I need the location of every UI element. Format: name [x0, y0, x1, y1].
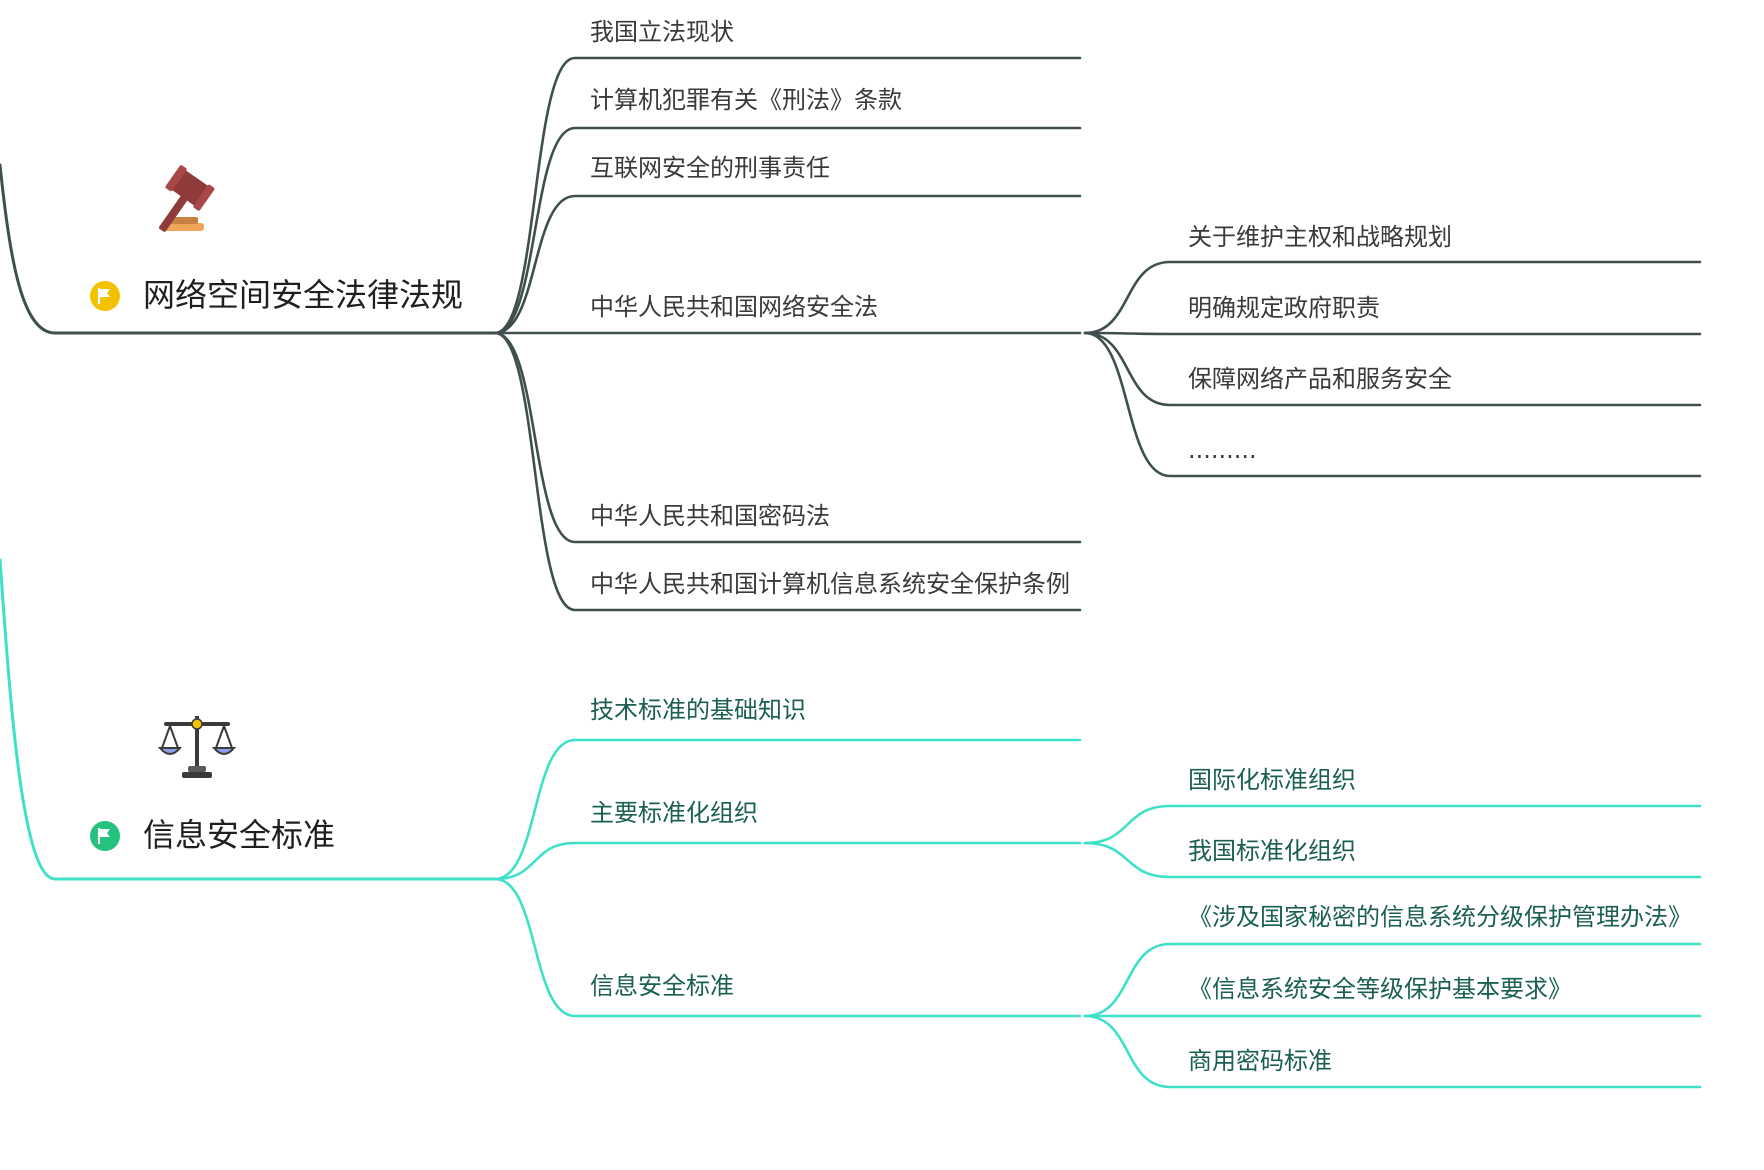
subtopic-classified-system-protection-measures[interactable]: 《涉及国家秘密的信息系统分级保护管理办法》 — [1188, 903, 1692, 931]
topic-standardization-organizations[interactable]: 主要标准化组织 — [590, 799, 758, 827]
edge-b2-child-0 — [493, 738, 1082, 881]
edge-b1-child-5 — [493, 331, 1082, 612]
branch-title-laws[interactable]: 网络空间安全法律法规 — [143, 276, 464, 314]
subtopic-government-duties[interactable]: 明确规定政府职责 — [1188, 294, 1380, 322]
subtopic-international-organizations[interactable]: 国际化标准组织 — [1188, 766, 1356, 794]
edge-b1-sub-3 — [1083, 331, 1702, 478]
edge-b1-child-4 — [493, 331, 1082, 544]
edge-b2-std-sub-2 — [1083, 1014, 1702, 1089]
balance-scale-icon — [156, 710, 238, 786]
topic-criminal-law-clauses[interactable]: 计算机犯罪有关《刑法》条款 — [590, 86, 902, 114]
topic-computer-system-protection-regulation[interactable]: 中华人民共和国计算机信息系统安全保护条例 — [590, 570, 1070, 598]
gavel-icon — [158, 165, 238, 239]
edge-b1-sub-0 — [1083, 260, 1702, 335]
topic-security-standards[interactable]: 信息安全标准 — [590, 972, 734, 1000]
edge-b1-sub-1 — [1083, 331, 1702, 336]
flag-icon-2 — [90, 821, 120, 851]
edge-b2-org-sub-1 — [1083, 841, 1702, 879]
topic-cryptography-law[interactable]: 中华人民共和国密码法 — [590, 502, 830, 530]
topic-technical-standards-basics[interactable]: 技术标准的基础知识 — [590, 696, 806, 724]
topic-legislation-status[interactable]: 我国立法现状 — [590, 18, 734, 46]
edge-b2-std-sub-0 — [1083, 942, 1702, 1018]
topic-internet-criminal-liability[interactable]: 互联网安全的刑事责任 — [590, 154, 830, 182]
subtopic-ellipsis[interactable]: ......... — [1188, 436, 1257, 464]
edge-b2-org-sub-0 — [1083, 804, 1702, 845]
edge-b2-child-2 — [493, 877, 1082, 1018]
edge-b2-child-1 — [493, 841, 1082, 881]
topic-cybersecurity-law[interactable]: 中华人民共和国网络安全法 — [590, 293, 878, 321]
subtopic-products-services-security[interactable]: 保障网络产品和服务安全 — [1188, 365, 1452, 393]
subtopic-commercial-crypto-standards[interactable]: 商用密码标准 — [1188, 1047, 1332, 1075]
edge-b1-sub-2 — [1083, 331, 1702, 407]
edge-b1-child-0 — [493, 56, 1082, 335]
edge-root-branch-2 — [0, 558, 497, 881]
edge-b1-child-1 — [493, 126, 1082, 335]
edge-b1-child-2 — [493, 194, 1082, 335]
subtopic-domestic-organizations[interactable]: 我国标准化组织 — [1188, 837, 1356, 865]
subtopic-sovereignty-strategy[interactable]: 关于维护主权和战略规划 — [1188, 223, 1452, 251]
edge-root-branch-1 — [0, 163, 497, 335]
branch-title-standards[interactable]: 信息安全标准 — [143, 816, 336, 854]
subtopic-graded-protection-requirements[interactable]: 《信息系统安全等级保护基本要求》 — [1188, 975, 1572, 1003]
flag-icon — [90, 281, 120, 311]
